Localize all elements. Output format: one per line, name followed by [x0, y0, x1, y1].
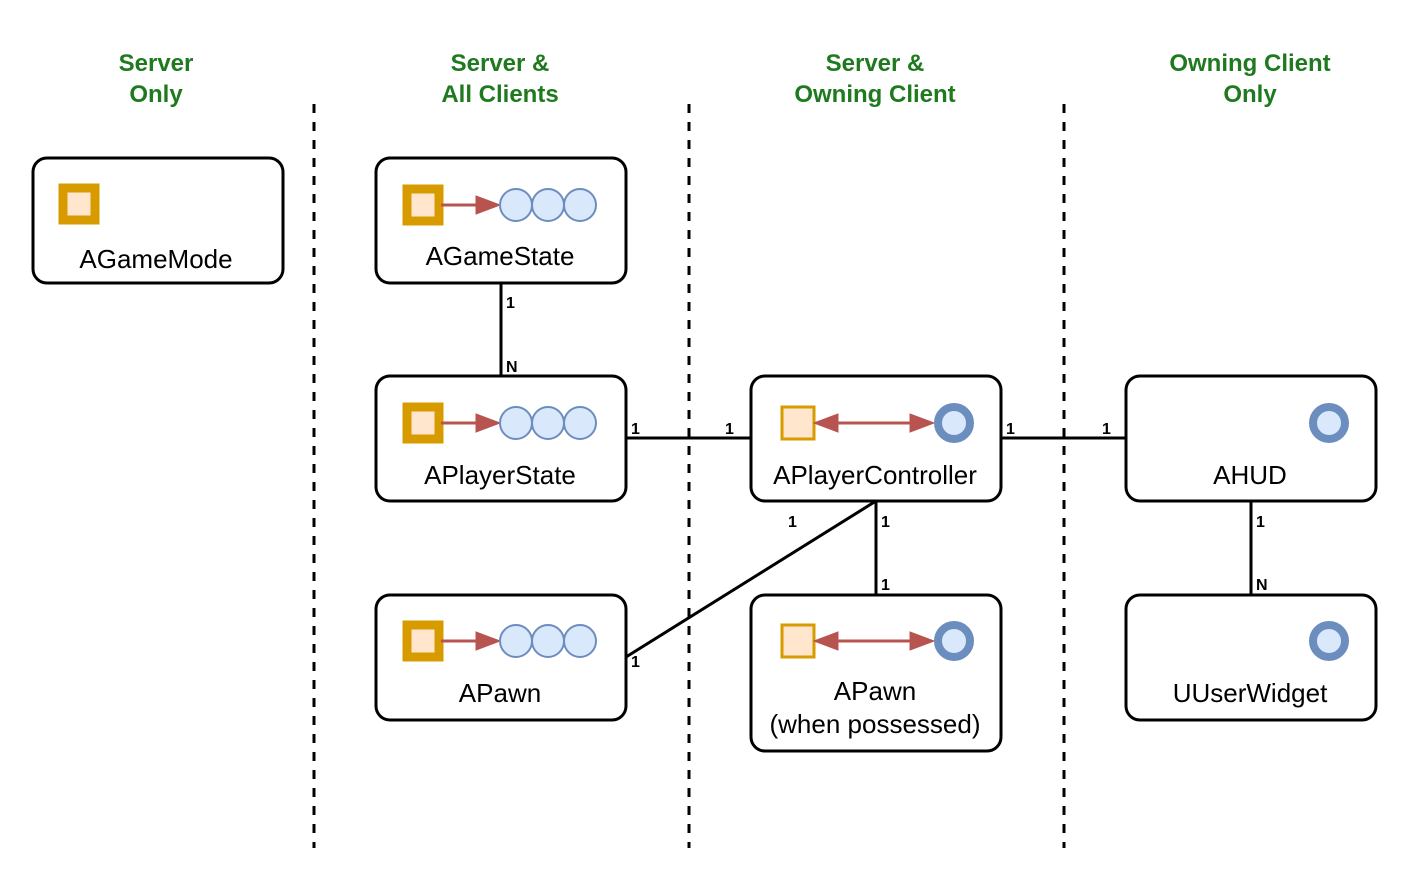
node-label-line2: (when possessed)	[770, 709, 981, 739]
cardinality-label: 1	[1256, 514, 1265, 531]
column-header-server-only: Server Only	[119, 50, 194, 108]
edge-player-state-player-controller: 1 1	[626, 421, 751, 440]
column-header-owning-client-only: Owning Client Only	[1169, 50, 1330, 108]
cardinality-label: 1	[788, 514, 797, 531]
authority-square-icon	[780, 405, 816, 441]
node-aplayercontroller: APlayerController	[749, 374, 1003, 503]
replica-circles-icon	[499, 624, 597, 658]
node-uuserwidget: UUserWidget	[1124, 593, 1378, 722]
column-title-line2: Only	[129, 81, 183, 108]
replication-arrow-icon	[812, 631, 936, 651]
node-agamemode: AGameMode	[31, 156, 285, 285]
node-apawn-possessed: APawn (when possessed)	[749, 593, 1003, 753]
edge-player-controller-possessed-pawn: 1 1	[874, 501, 890, 595]
local-instance-ring-icon	[1309, 621, 1349, 661]
cardinality-label: 1	[725, 421, 734, 438]
node-apawn: APawn	[374, 593, 628, 722]
cardinality-label: 1	[1006, 421, 1015, 438]
node-label: UUserWidget	[1173, 678, 1328, 708]
column-title-line1: Owning Client	[1169, 50, 1330, 77]
column-header-server-owning-client: Server & Owning Client	[794, 50, 955, 108]
column-title-line2: All Clients	[441, 81, 558, 108]
local-instance-ring-icon	[1309, 403, 1349, 443]
local-instance-ring-icon	[934, 403, 974, 443]
node-label: APawn	[459, 678, 541, 708]
cardinality-label: 1	[1102, 421, 1111, 438]
column-title-line1: Server &	[826, 50, 925, 77]
authority-square-icon	[402, 620, 444, 662]
authority-square-icon	[780, 623, 816, 659]
cardinality-label: 1	[881, 514, 890, 531]
node-label: AGameMode	[79, 244, 232, 274]
cardinality-label: N	[1256, 577, 1268, 594]
edge-hud-user-widget: 1 N	[1249, 501, 1268, 595]
authority-square-icon	[58, 183, 100, 225]
cardinality-label: 1	[631, 654, 640, 671]
cardinality-label: 1	[631, 421, 640, 438]
edge-player-controller-pawn: 1 1	[625, 499, 877, 671]
column-title-line2: Owning Client	[794, 81, 955, 108]
replica-circles-icon	[499, 188, 597, 222]
replication-arrow-icon	[812, 413, 936, 433]
replication-arrow-icon	[441, 631, 502, 651]
edge-game-state-player-state: 1 N	[499, 283, 518, 376]
column-title-line2: Only	[1223, 81, 1277, 108]
node-ahud: AHUD	[1124, 374, 1378, 503]
cardinality-label: 1	[506, 295, 515, 312]
node-label: APlayerController	[773, 460, 977, 490]
replica-circles-icon	[499, 406, 597, 440]
column-title-line1: Server	[119, 50, 194, 77]
cardinality-label: 1	[881, 577, 890, 594]
cardinality-label: N	[506, 359, 518, 376]
node-label: AHUD	[1213, 460, 1287, 490]
local-instance-ring-icon	[934, 621, 974, 661]
node-label: APlayerState	[424, 460, 576, 490]
column-header-server-all-clients: Server & All Clients	[441, 50, 558, 108]
replication-arrow-icon	[441, 413, 502, 433]
node-label: AGameState	[426, 241, 575, 271]
node-agamestate: AGameState	[374, 156, 628, 285]
replication-arrow-icon	[441, 195, 502, 215]
edge-player-controller-hud: 1 1	[1001, 421, 1126, 440]
column-title-line1: Server &	[451, 50, 550, 77]
node-label-line1: APawn	[834, 676, 916, 706]
authority-square-icon	[402, 402, 444, 444]
authority-square-icon	[402, 184, 444, 226]
node-aplayerstate: APlayerState	[374, 374, 628, 503]
